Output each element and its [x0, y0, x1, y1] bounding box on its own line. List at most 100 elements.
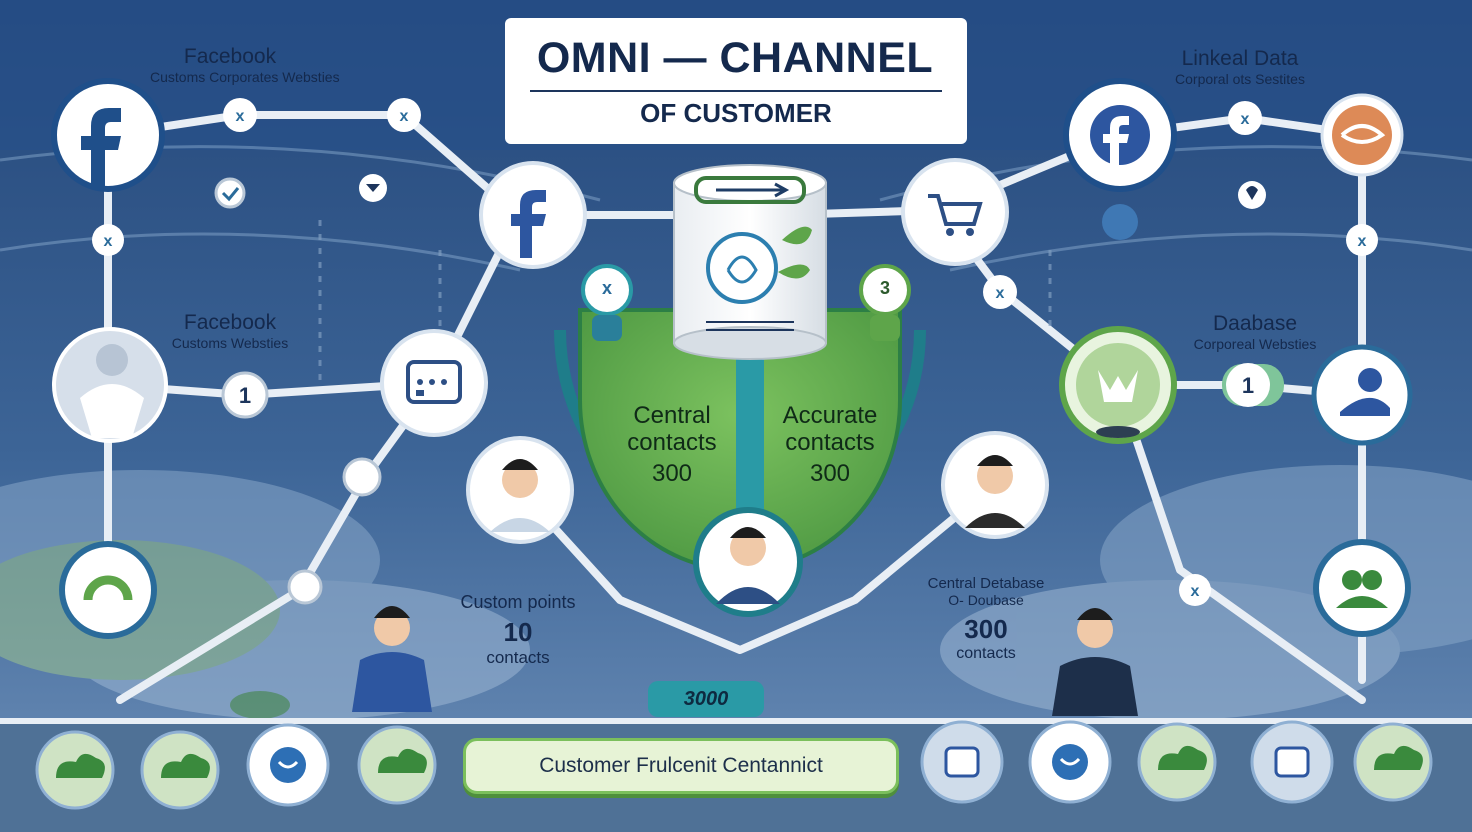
- svg-text:x: x: [1358, 233, 1367, 250]
- x-node[interactable]: x: [983, 275, 1017, 309]
- cloud-icon: [56, 753, 105, 778]
- person-node-right[interactable]: [1311, 344, 1413, 446]
- db-icon-button[interactable]: [1250, 720, 1334, 804]
- facebook-icon: [511, 190, 546, 258]
- center-left-badge[interactable]: [581, 264, 633, 341]
- database-icon: [1274, 746, 1310, 778]
- handshake-icon: [1098, 370, 1138, 402]
- facebook-node-top-left[interactable]: [51, 78, 165, 192]
- counter-label: Central Detabase: [927, 575, 1045, 592]
- cloud-icon-button[interactable]: [140, 730, 220, 810]
- chat-bubble-icon: [416, 390, 424, 396]
- chat-icon-button[interactable]: [1028, 720, 1112, 804]
- custom-points-counter: Custom points 10 contacts: [448, 592, 588, 668]
- x-node[interactable]: x: [92, 224, 124, 256]
- svg-text:x: x: [1191, 583, 1200, 600]
- accurate-contacts-text: Accurate contacts 300: [770, 402, 890, 487]
- leaf-icon: [782, 226, 812, 245]
- group-node-right[interactable]: [1313, 539, 1411, 637]
- cloud-icon: [378, 748, 427, 773]
- person-node-left[interactable]: [52, 327, 168, 443]
- facebook-node-center[interactable]: [479, 161, 587, 269]
- facebook-node-top-right[interactable]: [1063, 78, 1177, 192]
- person-figure-left: [352, 606, 432, 712]
- small-nodes[interactable]: x x x x x x x 1 1: [92, 98, 1378, 606]
- page-subtitle: OF CUSTOMER: [640, 98, 832, 128]
- check-node[interactable]: [214, 177, 246, 209]
- counter-value: 300: [964, 614, 1008, 644]
- x-node[interactable]: x: [1179, 574, 1211, 606]
- database-icon: [944, 746, 980, 778]
- svg-text:x: x: [1241, 111, 1250, 128]
- x-node[interactable]: x: [223, 98, 257, 132]
- dotted-lines: [318, 220, 1052, 380]
- central-database: [673, 164, 827, 360]
- cart-node[interactable]: [901, 158, 1009, 266]
- central-contacts-value: 300: [651, 460, 693, 487]
- label-subtitle: Customs Corporates Websties: [150, 69, 340, 85]
- label-top-left: Facebook Customs Corporates Websties: [150, 45, 340, 85]
- bottom-banner[interactable]: Customer Frulcenit Centannict: [463, 738, 899, 794]
- cloud-icon: [161, 753, 210, 778]
- label-mid-left: Facebook Customs Websties: [150, 311, 310, 351]
- central-contacts-line: Central: [633, 402, 711, 429]
- chat-bubble-icon: [277, 760, 299, 769]
- central-contacts-line: contacts: [627, 429, 717, 456]
- blue-dot-node[interactable]: [1102, 204, 1138, 240]
- x-node[interactable]: x: [1346, 224, 1378, 256]
- db-icon-button[interactable]: [920, 720, 1004, 804]
- label-subtitle: Customs Websties: [171, 335, 289, 351]
- cloud-icon-button[interactable]: [35, 730, 115, 810]
- counter-value: 10: [503, 617, 533, 647]
- trophy-node[interactable]: [1059, 326, 1177, 444]
- cloud-icon-button[interactable]: [1137, 722, 1217, 802]
- avatar-left: [466, 436, 574, 544]
- person-icon: [1340, 397, 1390, 416]
- accurate-contacts-line: Accurate: [782, 402, 878, 429]
- center-right-badge-glyph: 3: [879, 278, 890, 298]
- arrow-icon: [716, 182, 790, 198]
- bottom-bar-edge: [0, 718, 1472, 724]
- chevron-down-icon: [366, 184, 380, 192]
- pin-node[interactable]: [1238, 181, 1266, 209]
- group-icon: [1336, 596, 1388, 608]
- check-icon: [221, 187, 240, 202]
- dropdown-node[interactable]: [359, 174, 387, 202]
- svg-text:1: 1: [1242, 373, 1254, 398]
- counter-unit: contacts: [486, 648, 550, 667]
- svg-text:x: x: [104, 233, 113, 250]
- cup-node[interactable]: [287, 569, 323, 605]
- x-node[interactable]: x: [1228, 101, 1262, 135]
- total-badge: 3000: [648, 681, 764, 717]
- center-right-badge[interactable]: [859, 264, 911, 341]
- accurate-contacts-value: 300: [809, 460, 851, 487]
- handshake-node-top-right[interactable]: [1320, 93, 1404, 177]
- cup-node[interactable]: [342, 457, 382, 497]
- label-top-right: Linkeal Data Corporal ots Sestites: [1160, 47, 1320, 87]
- chat-bubble-icon: [1059, 757, 1081, 766]
- svg-text:x: x: [236, 108, 245, 125]
- cloud-icon-button[interactable]: [1353, 722, 1433, 802]
- chat-node[interactable]: [380, 329, 488, 437]
- person-icon: [80, 384, 144, 438]
- one-node-left[interactable]: 1: [221, 371, 269, 419]
- one-node-right[interactable]: 1: [1222, 363, 1284, 407]
- label-subtitle: Corporeal Websties: [1193, 336, 1317, 352]
- svg-text:x: x: [400, 108, 409, 125]
- label-title: Facebook: [183, 45, 277, 68]
- label-title: Linkeal Data: [1181, 47, 1299, 70]
- cloud-icon-button[interactable]: [357, 725, 437, 805]
- header-panel: [505, 18, 967, 144]
- label-title: Facebook: [183, 311, 277, 334]
- support-node-left[interactable]: [59, 541, 157, 639]
- bottom-icons[interactable]: [35, 720, 1433, 810]
- pin-icon: [1246, 186, 1258, 200]
- svg-text:x: x: [996, 285, 1005, 302]
- facebook-icon: [81, 108, 121, 186]
- chat-icon-button[interactable]: [246, 723, 330, 807]
- x-node[interactable]: x: [387, 98, 421, 132]
- person-figure-right: [1052, 608, 1138, 716]
- cart-icon: [928, 194, 983, 226]
- handshake-icon: [1340, 124, 1386, 144]
